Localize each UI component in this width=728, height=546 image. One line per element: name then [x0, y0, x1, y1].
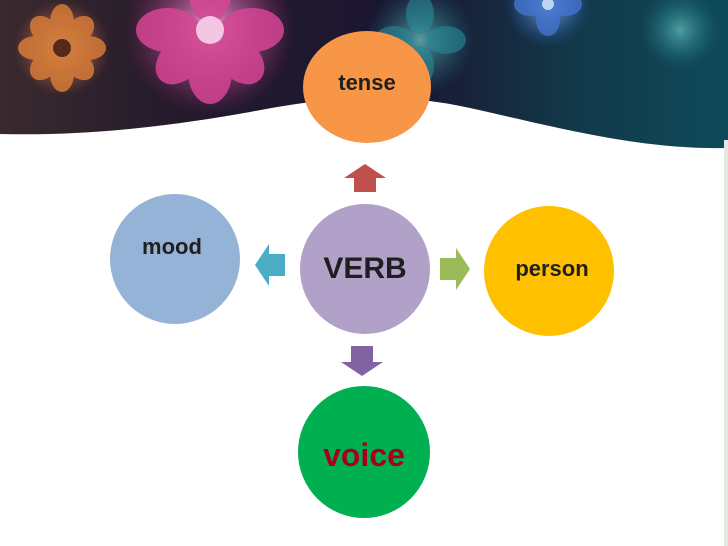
- arrow-right-icon: [440, 248, 470, 290]
- node-voice-label: voice: [323, 437, 405, 474]
- node-verb-center: VERB: [300, 204, 430, 334]
- node-mood-label: mood: [142, 234, 202, 260]
- node-person-label: person: [515, 256, 588, 282]
- arrow-left-icon: [255, 244, 285, 286]
- node-tense-label: tense: [338, 70, 395, 96]
- node-tense: tense: [303, 31, 431, 143]
- arrow-up-icon: [344, 164, 386, 192]
- node-voice: voice: [298, 386, 430, 518]
- node-mood: mood: [110, 194, 240, 324]
- node-person: person: [484, 206, 614, 336]
- flower-orange: [14, 0, 110, 96]
- node-verb-label: VERB: [323, 252, 406, 286]
- arrow-down-icon: [341, 346, 383, 376]
- slide-edge-strip: [724, 140, 728, 546]
